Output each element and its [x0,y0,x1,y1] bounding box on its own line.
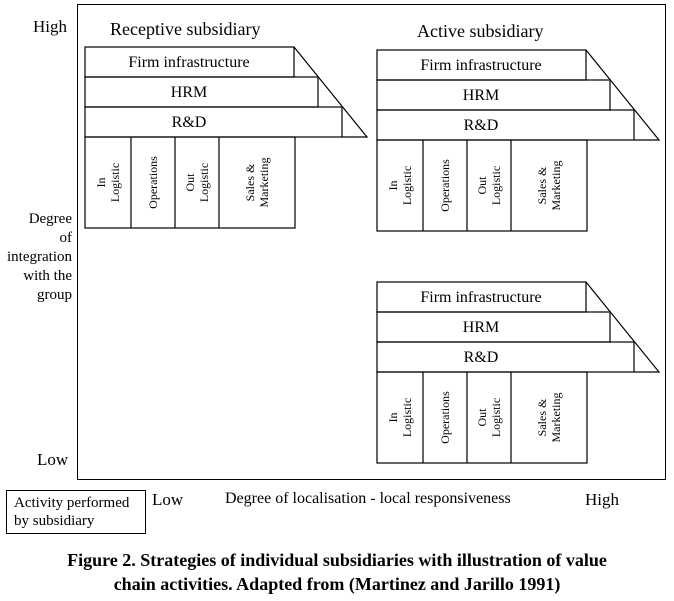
support-activity-label: Firm infrastructure [420,289,541,306]
support-activity-bar [84,106,343,138]
support-activity-label: HRM [463,319,499,336]
value-chain-arrow [585,281,661,373]
support-activity-label: R&D [464,349,499,366]
primary-activity-label-line: Sales & [243,163,257,201]
active-subsidiary-title: Active subsidiary [417,21,544,41]
figure-caption-line: chain activities. Adapted from (Martinez… [113,574,561,594]
y-axis-title-line: with the [23,268,72,284]
y-axis-low-label: Low [37,450,69,469]
receptive-subsidiary-title: Receptive subsidiary [110,19,261,39]
primary-activity-label-line: Logistic [489,398,503,437]
primary-activity-label-line: Logistic [400,398,414,437]
primary-activity-label-line: Logistic [108,163,122,202]
y-axis-high-label: High [33,17,67,36]
primary-activity-label-line: In [386,413,400,423]
x-axis-title: Degree of localisation - local responsiv… [225,490,511,507]
support-activity-label: HRM [171,84,207,101]
primary-activity-label-line: Marketing [549,161,563,211]
y-axis-title: Degree of integration with the group [0,210,72,305]
legend-text-line: by subsidiary [14,513,95,529]
figure-caption: Figure 2. Strategies of individual subsi… [0,548,674,596]
y-axis-title-line: group [37,287,72,303]
primary-activity-label-line: Logistic [400,166,414,205]
primary-activity-label-line: Sales & [535,166,549,204]
support-activity-label: Firm infrastructure [128,54,249,71]
value-chain-arrow [293,46,369,138]
primary-activities-box [84,136,296,229]
support-activity-label: Firm infrastructure [420,57,541,74]
primary-activities-box [376,371,588,464]
y-axis-title-line: Degree [28,211,72,227]
support-activity-bar [376,341,635,373]
primary-activity-label: Sales &Marketing [243,158,271,208]
y-axis-title-line: integration [7,249,72,265]
legend-box: Activity performed by subsidiary [6,490,146,534]
support-activity-bar [376,109,635,141]
x-axis-low-label: Low [152,490,184,509]
y-axis-title-line: of [59,230,73,246]
primary-activity-label-line: Operations [438,159,452,212]
primary-activity-label-line: Logistic [197,163,211,202]
primary-activity-label: Operations [438,159,452,212]
value-chain-arrow [585,49,661,141]
support-activity-label: HRM [463,87,499,104]
figure-caption-line: Figure 2. Strategies of individual subsi… [67,550,607,570]
primary-activity-label-line: Operations [438,391,452,444]
legend-text-line: Activity performed [14,495,130,511]
primary-activity-label-line: Marketing [549,393,563,443]
primary-activity-label-line: In [386,181,400,191]
primary-activity-label: Sales &Marketing [535,161,563,211]
support-activity-label: R&D [172,114,207,131]
x-axis-high-label: High [585,490,619,509]
primary-activity-label-line: Operations [146,156,160,209]
primary-activity-label: Operations [438,391,452,444]
support-activity-label: R&D [464,117,499,134]
primary-activity-label: Sales &Marketing [535,393,563,443]
primary-activity-label: Operations [146,156,160,209]
primary-activities-box [376,139,588,232]
matrix-frame [77,4,666,480]
primary-activity-label-line: Out [475,176,489,195]
primary-activity-label-line: Logistic [489,166,503,205]
primary-activity-label-line: Marketing [257,158,271,208]
primary-activity-label-line: Sales & [535,398,549,436]
primary-activity-label-line: In [94,178,108,188]
primary-activity-label-line: Out [183,173,197,192]
primary-activity-label-line: Out [475,408,489,427]
